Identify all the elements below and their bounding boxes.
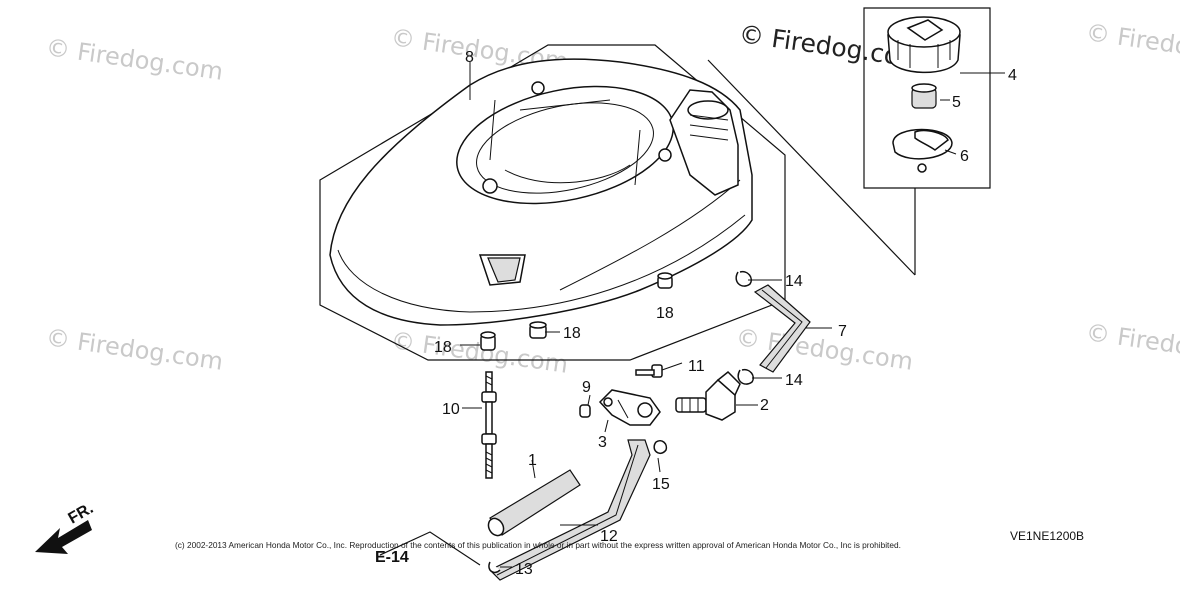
callout: 14 xyxy=(785,273,803,290)
callout: 1 xyxy=(528,452,537,469)
callout: 6 xyxy=(960,148,969,165)
bracket-3 xyxy=(598,389,661,426)
watermark: © Firedog.com xyxy=(1084,18,1180,71)
diagram-code: VE1NE1200B xyxy=(1010,529,1084,543)
watermark: © Firedog.com xyxy=(1084,318,1180,371)
tube-1 xyxy=(487,469,581,537)
callout: 14 xyxy=(785,372,803,389)
bolt-11 xyxy=(635,364,663,378)
watermark: © Firedog.com xyxy=(44,33,225,86)
callout: 15 xyxy=(652,476,670,493)
fuel-tank xyxy=(329,58,753,326)
callout: 4 xyxy=(1008,67,1017,84)
callout: 5 xyxy=(952,94,961,111)
leader-line xyxy=(707,59,916,276)
direction-label: FR. xyxy=(66,500,97,528)
callout: 8 xyxy=(465,49,474,66)
callout: 11 xyxy=(688,358,705,375)
seal-6 xyxy=(892,128,953,173)
callout: 12 xyxy=(600,528,618,545)
stud-bolt-10 xyxy=(481,371,497,479)
grommet-18-c xyxy=(480,331,496,351)
reference-leader xyxy=(379,531,481,566)
grommet-9 xyxy=(579,404,591,418)
callout: 18 xyxy=(563,325,581,342)
watermark: © Firedog.com xyxy=(44,323,225,376)
callout: 13 xyxy=(515,561,533,578)
grommet-18-b xyxy=(529,321,547,339)
cap-group-outline xyxy=(863,7,991,189)
fuel-cap-4 xyxy=(887,16,961,74)
callout: 3 xyxy=(598,434,607,451)
fuel-hose-12 xyxy=(488,439,651,581)
grommet-18-a xyxy=(657,272,673,289)
callout: 2 xyxy=(760,397,769,414)
clip-14-lower xyxy=(737,368,754,385)
callouts: 1 2 3 4 5 6 7 8 9 10 11 12 13 14 14 15 1… xyxy=(434,49,1017,578)
callout: 7 xyxy=(838,323,847,340)
callout: 18 xyxy=(434,339,452,356)
callout: 18 xyxy=(656,305,674,322)
callout: 9 xyxy=(582,379,591,396)
fuel-valve-2 xyxy=(675,370,741,421)
clip-14-upper xyxy=(735,270,752,287)
reference-page: E-14 xyxy=(375,549,409,566)
fuel-hose-7 xyxy=(753,284,811,373)
clip-15 xyxy=(653,439,668,454)
callout-leaders xyxy=(460,62,1005,568)
copyright-notice: (c) 2002-2013 American Honda Motor Co., … xyxy=(175,540,901,550)
watermark: © Firedog.com xyxy=(734,323,915,376)
callout: 10 xyxy=(442,401,460,418)
front-direction-arrow: FR. xyxy=(35,500,96,554)
clip-13 xyxy=(488,561,501,574)
filter-5 xyxy=(911,83,937,109)
